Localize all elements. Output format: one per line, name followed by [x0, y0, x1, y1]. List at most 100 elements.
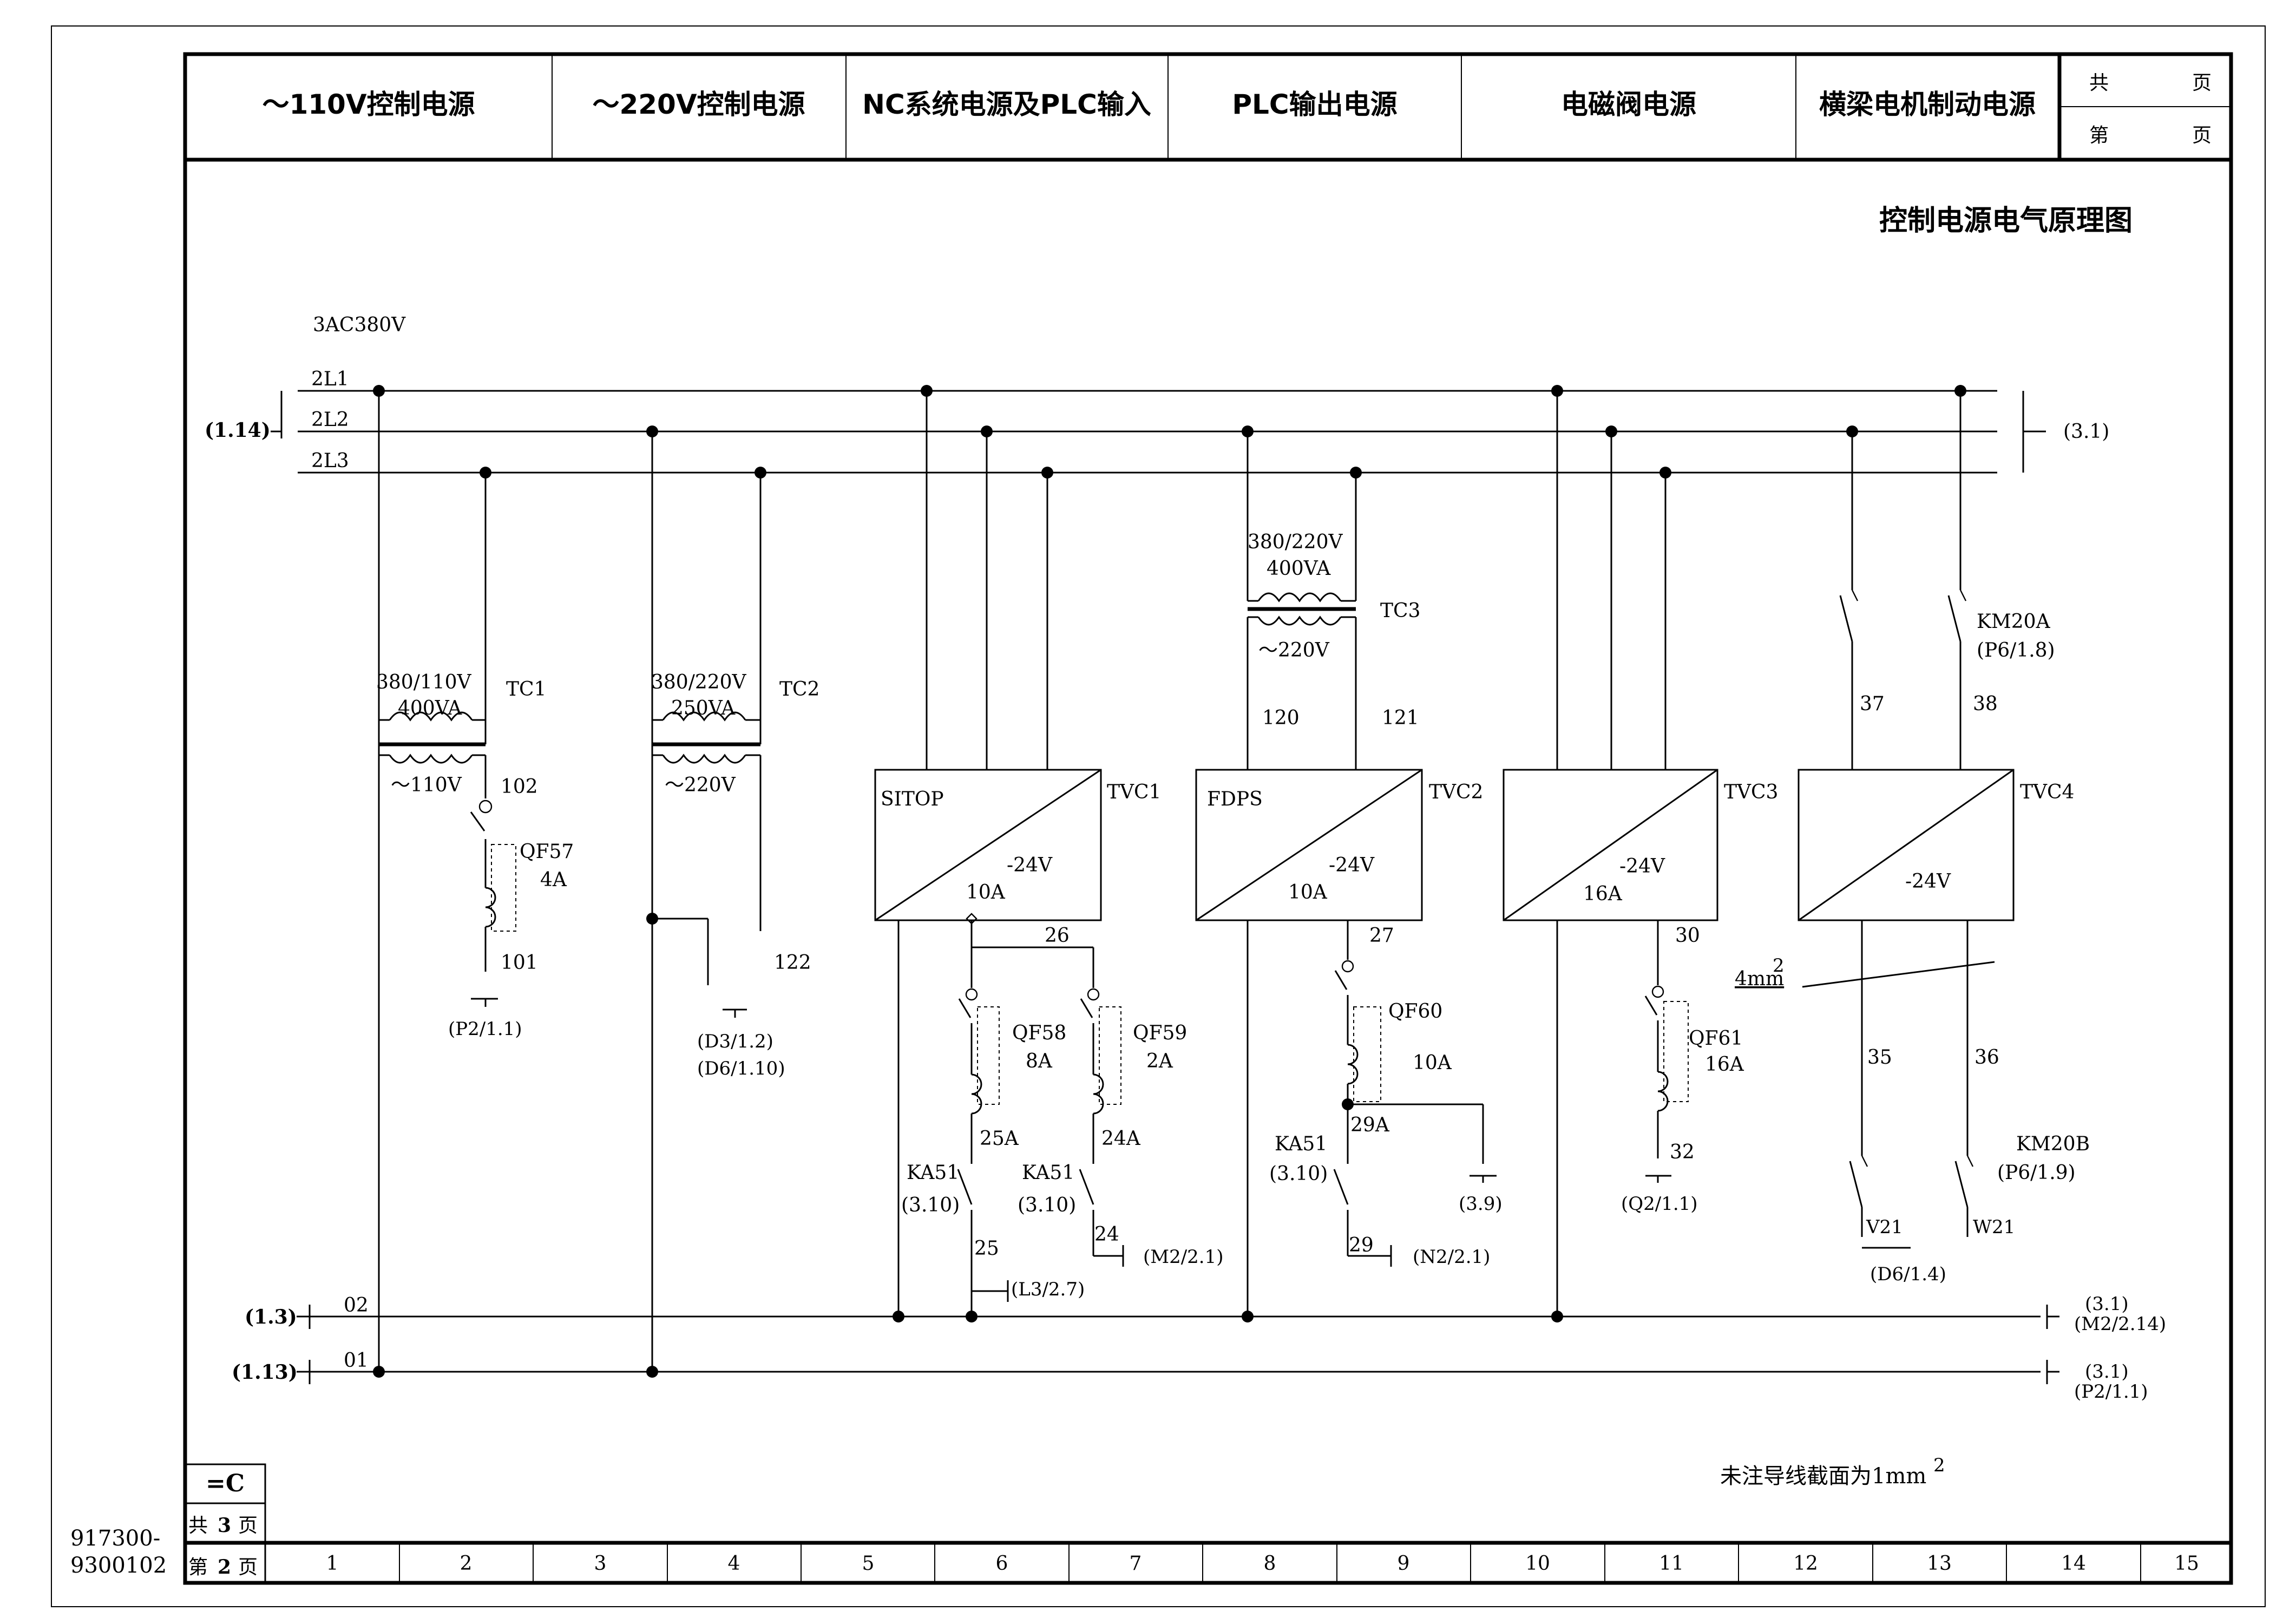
wire-29: 29	[1349, 1234, 1374, 1256]
header-col-beam-brake: 横梁电机制动电源	[1819, 89, 2036, 120]
col-num-6: 6	[996, 1553, 1008, 1575]
tvc2-id: TVC2	[1429, 781, 1483, 803]
qf61-id: QF61	[1689, 1027, 1743, 1050]
qf61-rating: 16A	[1705, 1053, 1744, 1076]
supply-ref-left: (1.14)	[205, 419, 271, 442]
ref-d3-12: (D3/1.2)	[697, 1031, 773, 1052]
tvc2-circuit: 380/220V 400VA TC3 ～220V 120 121 FDPS -2…	[1195, 425, 1503, 1322]
qf57-rating: 4A	[540, 869, 567, 891]
tc1-rating-1: 380/110V	[376, 671, 472, 693]
col-num-13: 13	[1927, 1553, 1952, 1575]
qf58-id: QF58	[1012, 1022, 1066, 1044]
drawing-number-2: 9300102	[70, 1553, 167, 1578]
header-col-110v: ～110V控制电源	[262, 89, 475, 120]
ka51-a-id: KA51	[907, 1162, 959, 1184]
col-num-8: 8	[1264, 1553, 1276, 1575]
bus-02-ref-right-b: (M2/2.14)	[2074, 1313, 2166, 1335]
col-num-3: 3	[594, 1553, 607, 1575]
col-num-1: 1	[326, 1553, 339, 1575]
bus-01-label: 01	[344, 1350, 369, 1372]
wire-120: 120	[1262, 707, 1300, 729]
ref-m2-21: (M2/2.1)	[1143, 1246, 1224, 1268]
sheet-code: =C	[206, 1470, 245, 1497]
tb-page-prefix: 第	[188, 1556, 208, 1579]
tb-total-prefix: 共	[188, 1515, 208, 1537]
tvc3-box	[1503, 769, 1718, 921]
wire-32: 32	[1670, 1141, 1695, 1163]
wire-29a: 29A	[1350, 1114, 1390, 1136]
bus-02-ref-right-a: (3.1)	[2085, 1293, 2129, 1315]
tb-total-suffix: 页	[238, 1515, 258, 1537]
qf57-id: QF57	[520, 841, 574, 863]
col-num-9: 9	[1398, 1553, 1410, 1575]
tb-page-num: 2	[218, 1556, 231, 1579]
tvc1-circuit: SITOP -24V 10A TVC1 26 QF58 8A 25A KA51 …	[874, 385, 1224, 1322]
wire-24a: 24A	[1101, 1128, 1141, 1150]
col-num-5: 5	[862, 1553, 875, 1575]
tc1-id: TC1	[506, 678, 546, 700]
supply-label: 3AC380V	[313, 314, 406, 336]
bus-02-ref-left: (1.3)	[245, 1306, 297, 1328]
header-total-unit: 页	[2192, 72, 2212, 94]
wire-121: 121	[1382, 707, 1419, 729]
ref-3-9: (3.9)	[1459, 1193, 1503, 1215]
ref-d6-110: (D6/1.10)	[697, 1058, 785, 1079]
tb-page-suffix: 页	[238, 1556, 258, 1579]
qf58-rating: 8A	[1026, 1050, 1053, 1072]
tc2-id: TC2	[779, 678, 819, 700]
header-col-220v: ～220V控制电源	[592, 89, 805, 120]
tvc3-voltage: -24V	[1619, 855, 1665, 878]
bus-01-ref-left: (1.13)	[232, 1361, 298, 1384]
tc2-rating-1: 380/220V	[651, 671, 747, 693]
qf60-id: QF60	[1388, 1000, 1442, 1023]
wire-v21: V21	[1866, 1216, 1903, 1238]
tvc3-id: TVC3	[1724, 781, 1778, 803]
tc1-rating-2: 400VA	[398, 697, 462, 719]
ka51-b-id: KA51	[1022, 1162, 1074, 1184]
km20b-ref: (P6/1.9)	[1997, 1162, 2076, 1184]
col-num-4: 4	[728, 1553, 740, 1575]
bus-02-label: 02	[344, 1294, 369, 1317]
qf59-id: QF59	[1133, 1022, 1187, 1044]
wire-122: 122	[774, 952, 811, 974]
bus-01-ref-right-b: (P2/1.1)	[2074, 1381, 2148, 1403]
tc2-circuit: 380/220V 250VA TC2 ～220V 122 (D3/1.2) (D…	[646, 425, 819, 1378]
ref-l3-27: (L3/2.7)	[1011, 1279, 1085, 1300]
header-total-label: 共	[2089, 72, 2109, 94]
tc3-secondary: ～220V	[1258, 639, 1330, 662]
tvc1-current: 10A	[966, 881, 1006, 903]
tc3-id: TC3	[1380, 600, 1420, 622]
bus-01-ref-right-a: (3.1)	[2085, 1361, 2129, 1383]
wire-w21: W21	[1973, 1216, 2015, 1238]
drawing-frame	[183, 52, 2233, 1585]
tvc1-voltage: -24V	[1007, 854, 1053, 876]
cross-section-sup: 2	[1773, 955, 1785, 977]
col-num-15: 15	[2174, 1553, 2199, 1575]
tc1-circuit: 380/110V 400VA TC1 ～110V QF57 4A 102 101…	[373, 385, 574, 1378]
bus-lines: 02 01 (1.3) (1.13) (3.1) (M2/2.14) (3.1)…	[232, 1293, 2166, 1403]
km20a-ref: (P6/1.8)	[1977, 639, 2055, 662]
col-num-14: 14	[2061, 1553, 2086, 1575]
ref-n2-21: (N2/2.1)	[1413, 1246, 1490, 1268]
supply-ref-right: (3.1)	[2063, 421, 2109, 443]
km20b-id: KM20B	[2016, 1133, 2090, 1155]
wire-102: 102	[501, 776, 538, 798]
line-2l3: 2L3	[311, 450, 349, 472]
col-num-12: 12	[1793, 1553, 1818, 1575]
wire-section-note-sup: 2	[1933, 1455, 1945, 1476]
supply-busbar: 3AC380V 2L1 2L2 2L3 (1.14) (3.1)	[205, 314, 2109, 474]
wire-36: 36	[1974, 1046, 1999, 1069]
wire-35: 35	[1867, 1046, 1892, 1069]
qf59-rating: 2A	[1146, 1050, 1173, 1072]
ref-p2-11: (P2/1.1)	[448, 1018, 522, 1040]
tc2-secondary: ～220V	[665, 774, 736, 796]
tb-total-num: 3	[218, 1514, 231, 1537]
outer-border	[51, 25, 2266, 1607]
cross-section-label: 4mm	[1735, 968, 1784, 990]
wire-30: 30	[1675, 925, 1700, 947]
wire-101: 101	[501, 952, 538, 974]
drawing-title: 控制电源电气原理图	[1879, 205, 2133, 237]
tvc1-name: SITOP	[881, 788, 944, 810]
ka51-c-id: KA51	[1275, 1133, 1327, 1155]
